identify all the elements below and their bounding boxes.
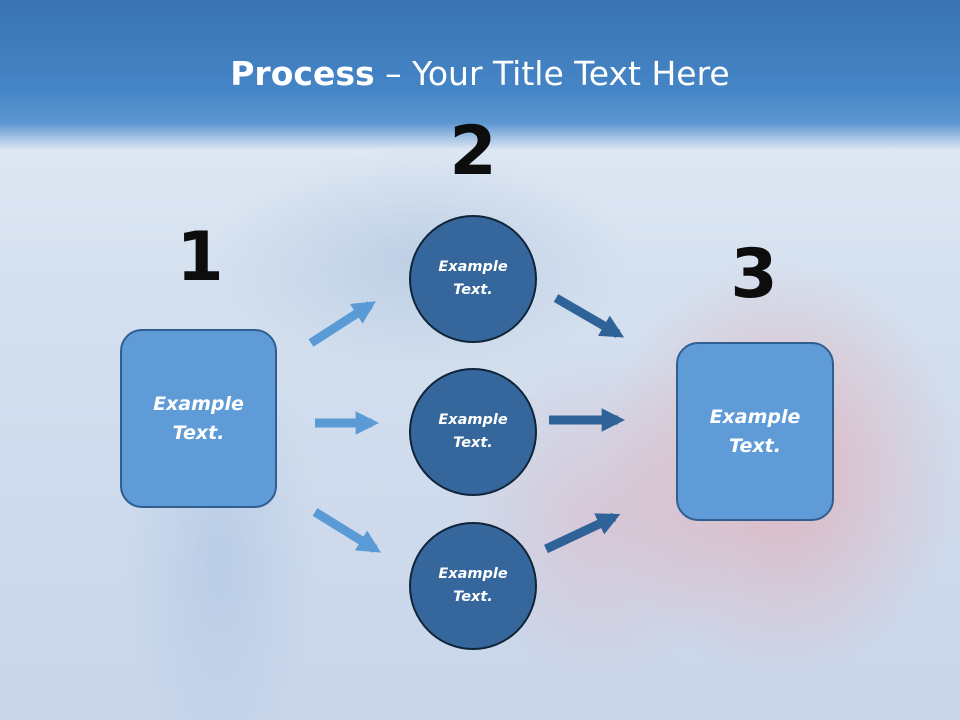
title-band — [0, 0, 960, 150]
arrow-1-to-top — [308, 301, 376, 347]
step-2-circle-bottom-text: Example Text. — [438, 566, 508, 605]
title-bold: Process — [230, 54, 375, 93]
step-1-text: Example Text. — [153, 392, 244, 444]
step-2-circle-top: Example Text. — [409, 215, 537, 343]
step-2-circle-middle-text: Example Text. — [438, 412, 508, 451]
step-2-circle-bottom: Example Text. — [409, 522, 537, 650]
step-number-1: 1 — [176, 218, 224, 297]
arrow-top-to-3 — [553, 294, 625, 338]
step-number-3: 3 — [730, 235, 778, 314]
step-3-text: Example Text. — [709, 405, 801, 457]
step-3-box: Example Text. — [676, 342, 834, 521]
step-number-2: 2 — [449, 112, 497, 191]
arrow-bottom-to-3 — [544, 512, 621, 554]
arrow-1-to-bottom — [312, 508, 381, 553]
step-2-circle-middle: Example Text. — [409, 368, 537, 496]
title-rest: – Your Title Text Here — [374, 54, 730, 93]
step-1-box: Example Text. — [120, 329, 277, 508]
slide-title: Process – Your Title Text Here — [0, 52, 960, 96]
step-2-circle-top-text: Example Text. — [438, 259, 508, 298]
